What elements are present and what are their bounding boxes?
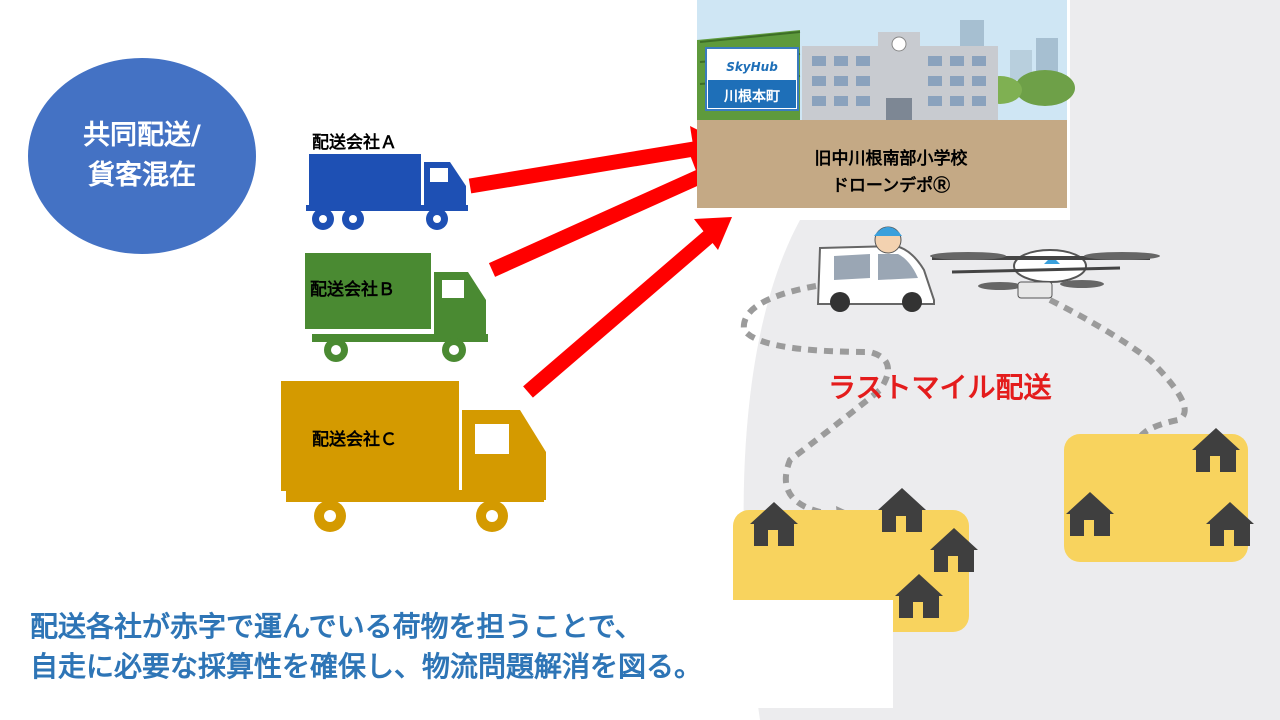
house-icons (750, 428, 1254, 618)
depot-sign-label: 川根本町 (724, 89, 780, 105)
skyhub-logo: SkyHub (726, 60, 778, 74)
truck-a-icon (306, 154, 468, 230)
caption-line-2: 自走に必要な採算性を確保し、物流問題解消を図る。 (30, 650, 703, 683)
company-b-label: 配送会社Ｂ (310, 280, 395, 300)
company-a-label: 配送会社Ａ (312, 133, 397, 153)
house-icon (1192, 428, 1240, 472)
delivery-van-icon (816, 226, 935, 312)
caption-background (0, 600, 893, 708)
house-icon (895, 574, 943, 618)
house-icon (930, 528, 978, 572)
depot-name-line-2: ドローンデポⓇ (831, 176, 951, 196)
company-c-label: 配送会社Ｃ (312, 430, 397, 450)
depot-name-line-1: 旧中川根南部小学校 (814, 149, 968, 169)
background-area-top (1070, 0, 1280, 230)
badge-line-2: 貨客混在 (88, 160, 196, 191)
caption: 配送各社が赤字で運んでいる荷物を担うことで、 自走に必要な採算性を確保し、物流問… (30, 607, 702, 687)
joint-delivery-badge: 共同配送/ 貨客混在 (28, 58, 256, 254)
badge-line-1: 共同配送/ (83, 120, 201, 151)
depot-illustration: SkyHub (697, 0, 1075, 208)
caption-line-1: 配送各社が赤字で運んでいる荷物を担うことで、 (30, 610, 643, 643)
truck-c-icon (281, 381, 546, 532)
house-icon (1206, 502, 1254, 546)
depot-name: 旧中川根南部小学校 ドローンデポⓇ (741, 146, 1041, 200)
house-icon (1066, 492, 1114, 536)
house-icon (878, 488, 926, 532)
drone-icon (930, 249, 1160, 299)
house-icon (750, 502, 798, 546)
arrow-c (523, 217, 732, 398)
lastmile-label: ラストマイル配送 (828, 371, 1052, 404)
truck-b-icon (305, 253, 488, 362)
